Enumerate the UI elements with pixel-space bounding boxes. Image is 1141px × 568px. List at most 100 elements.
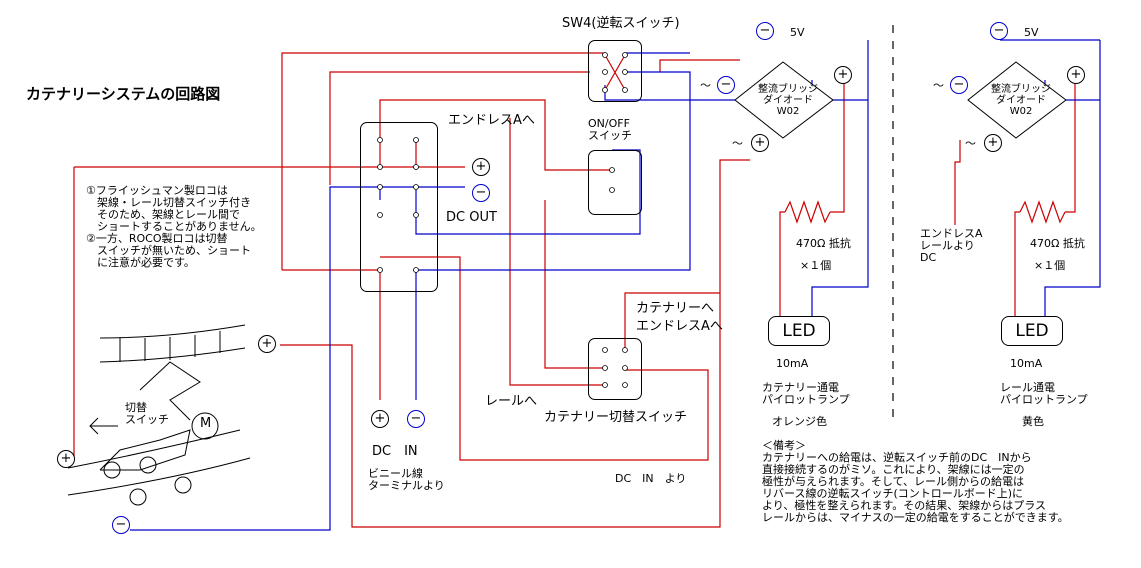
resistor-right (1019, 200, 1066, 224)
note-line: そのため、架線とレール間で (86, 208, 240, 221)
bridge-right-current: 10mA (1010, 357, 1043, 370)
dc-out-box (360, 122, 438, 292)
contact-dot (377, 137, 383, 143)
contact-dot (602, 87, 608, 93)
sw4-label: SW4(逆転スイッチ) (562, 16, 680, 31)
remarks-line: 極性が与えられます。そして、レール側からの給電は (762, 475, 1025, 488)
contact-dot (377, 184, 383, 190)
bridge-diamond-right (967, 61, 1067, 139)
dc-out-label: DC OUT (446, 210, 497, 225)
contact-dot (622, 382, 628, 388)
resistor-left (784, 200, 831, 224)
sw4-cross (604, 54, 626, 91)
contact-dot (602, 69, 608, 75)
bridge-left-ac-minus-terminal[interactable]: − (717, 76, 735, 94)
rail-minus-terminal[interactable]: − (112, 516, 130, 534)
dc-out-plus-terminal[interactable]: + (472, 158, 490, 176)
note-line: に注意が必要です。 (86, 256, 195, 269)
note-line: ②一方、ROCO製ロコは切替 (86, 232, 228, 245)
catenary-switch-box (588, 338, 642, 400)
red-wires (73, 52, 1076, 528)
remarks-heading: ＜備考＞ (762, 439, 806, 452)
page-title: カテナリーシステムの回路図 (26, 85, 221, 103)
endless-a-label: エンドレスAへ (448, 113, 535, 128)
bridge-left-plus-terminal[interactable]: + (834, 66, 852, 84)
rail-plus-terminal[interactable]: + (57, 450, 75, 468)
note-line: スイッチが無いため、ショート (86, 244, 251, 257)
bridge-right-voltage: 5V (1024, 26, 1039, 39)
bridge-left-tilde-bottom: 〜 (732, 137, 743, 150)
track-sketch (67, 324, 251, 506)
motor-label: M (200, 416, 212, 431)
contact-dot (622, 69, 628, 75)
bridge-left-lamp: カテナリー通電 パイロットランプ (762, 381, 850, 406)
bridge-right-ac-minus-terminal[interactable]: − (950, 76, 968, 94)
bridge-left-resistor: 470Ω 抵抗 (796, 237, 851, 250)
catenary-switch-label: カテナリー切替スイッチ (544, 410, 688, 425)
bridge-left-title: 整流ブリッジ ダイオード W02 (758, 84, 818, 117)
contact-dot (413, 267, 419, 273)
contact-dot (602, 347, 608, 353)
remarks-line: カテナリーへの給電は、逆転スイッチ前のDC INから (762, 451, 1032, 464)
bridge-right-resistor: 470Ω 抵抗 (1030, 237, 1085, 250)
contact-dot (622, 52, 628, 58)
bridge-left-voltage: 5V (790, 26, 805, 39)
dc-in-label: DC IN (372, 444, 418, 459)
bridge-diamond-left (734, 61, 834, 139)
changeover-label: 切替 スイッチ (125, 401, 169, 426)
bridge-right-lamp: レール通電 パイロットランプ (1000, 381, 1088, 406)
contact-dot (413, 212, 419, 218)
contact-dot (413, 164, 419, 170)
contact-dot (413, 184, 419, 190)
bridge-right-tilde-bottom: 〜 (965, 137, 976, 150)
onoff-switch-box (588, 150, 642, 215)
dc-in-from-label: DC IN より (615, 472, 687, 485)
dc-in-minus-terminal[interactable]: − (407, 410, 425, 428)
vinyl-label: ビニール線 ターミナルより (368, 467, 445, 492)
bridge-right-minus-terminal[interactable]: − (990, 22, 1008, 40)
sw4-box (588, 40, 642, 102)
note-line: 架線・レール切替スイッチ付き (86, 196, 251, 209)
bridge-left-minus-terminal[interactable]: − (756, 22, 774, 40)
contact-dot (609, 167, 615, 173)
bridge-right-count: ×１個 (1034, 259, 1066, 272)
remarks-line: レールからは、マイナスの一定の給電をすることができます。 (762, 511, 1069, 524)
bridge-right-plus-terminal[interactable]: + (1067, 66, 1085, 84)
led-right: LED (1001, 316, 1063, 346)
remarks-line: リバース線の逆転スイッチ(コントロールボード上)に (762, 487, 1024, 500)
contact-dot (377, 164, 383, 170)
bridge-left-count: ×１個 (800, 259, 832, 272)
contact-dot (622, 87, 628, 93)
dc-in-plus-terminal[interactable]: + (371, 410, 389, 428)
catenary-endless-label: カテナリーへ エンドレスAへ (636, 301, 723, 334)
onoff-label: ON/OFF スイッチ (588, 117, 632, 142)
contact-dot (622, 365, 628, 371)
rail-label: レールへ (485, 394, 538, 409)
contact-dot (602, 382, 608, 388)
note-line: ショートすることがありません。 (86, 220, 262, 233)
bridge-right-source: エンドレスA レールより DC (920, 227, 983, 264)
bridge-right-color: 黄色 (1022, 415, 1044, 428)
contact-dot (377, 267, 383, 273)
led-left: LED (768, 316, 830, 346)
note-line: ①フライッシュマン製ロコは (86, 184, 228, 197)
catenary-plus-terminal[interactable]: + (258, 335, 276, 353)
bridge-left-tilde-top: 〜 (700, 79, 711, 92)
remarks-line: 直接接続するのがミソ。これにより、架線には一定の (762, 463, 1025, 476)
contact-dot (602, 52, 608, 58)
bridge-right-ac-plus-terminal[interactable]: + (984, 134, 1002, 152)
notes-block: ①フライッシュマン製ロコは 架線・レール切替スイッチ付き そのため、架線とレール… (86, 185, 262, 269)
remarks-block: ＜備考＞ カテナリーへの給電は、逆転スイッチ前のDC INから 直接接続するのが… (762, 440, 1069, 524)
contact-dot (413, 137, 419, 143)
bridge-left-current: 10mA (776, 357, 809, 370)
bridge-left-ac-plus-terminal[interactable]: + (751, 134, 769, 152)
contact-dot (377, 212, 383, 218)
contact-dot (609, 187, 615, 193)
bridge-right-title: 整流ブリッジ ダイオード W02 (991, 84, 1051, 117)
contact-dot (622, 347, 628, 353)
dc-out-minus-terminal[interactable]: − (472, 184, 490, 202)
contact-dot (602, 365, 608, 371)
bridge-left-color: オレンジ色 (772, 415, 827, 428)
remarks-line: より、極性を整えられます。その結果、架線からはプラス (762, 499, 1047, 512)
